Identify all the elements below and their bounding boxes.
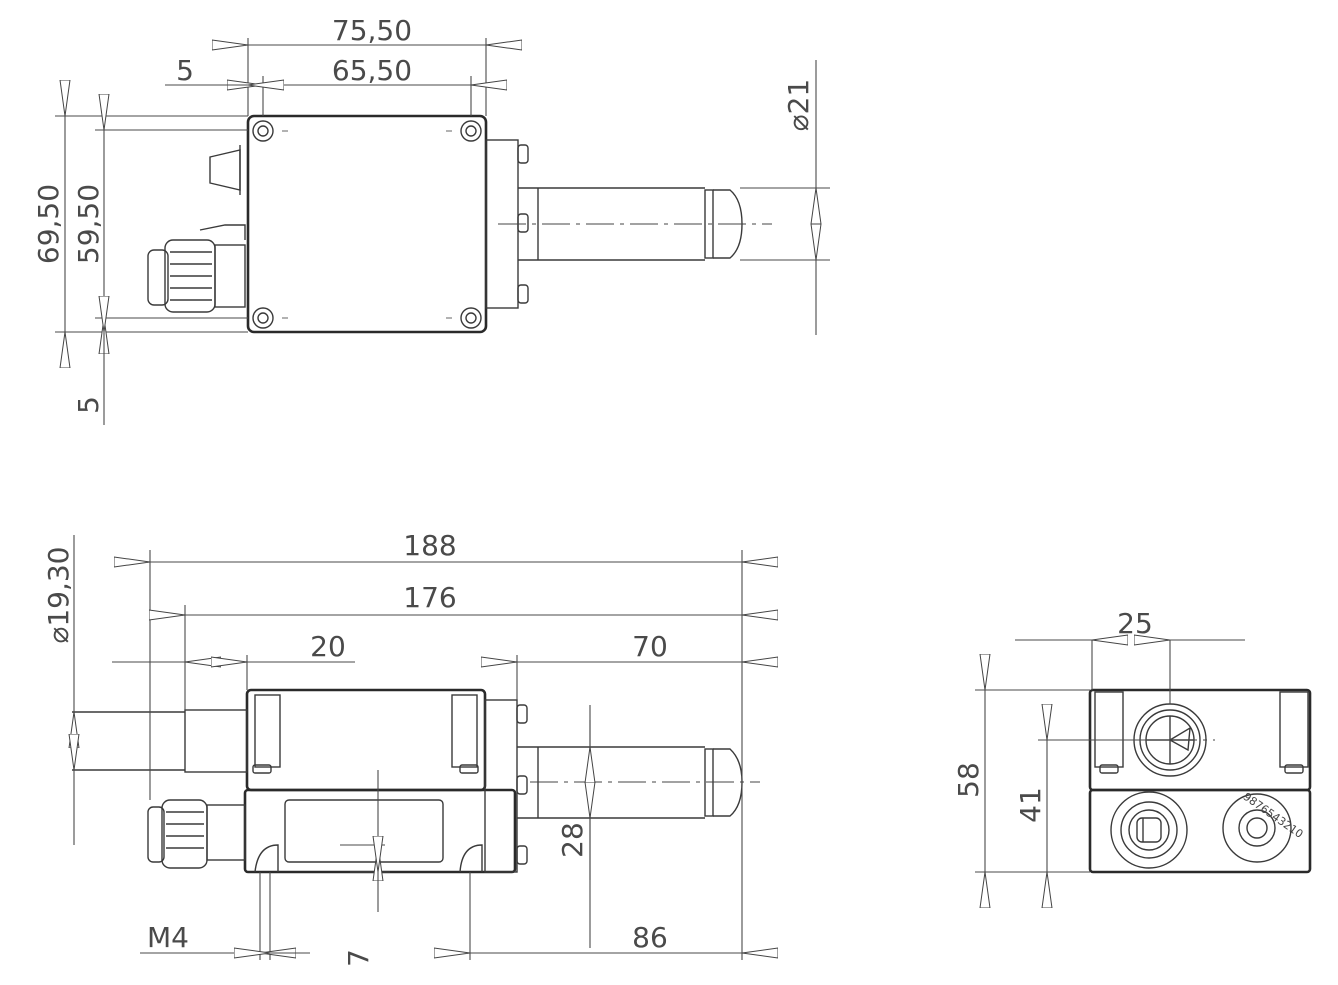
dim-label-20: 20 [310, 630, 346, 663]
end-rotary-switch: 9876543210 [1222, 790, 1305, 863]
dim-label-5-top: 5 [176, 54, 194, 87]
dim-label-dia-21: ⌀21 [782, 79, 815, 132]
top-view: 75,50 65,50 5 69,50 59,50 5 ⌀21 [32, 14, 830, 425]
dim-label-28: 28 [556, 822, 589, 858]
dim-label-5-side: 5 [72, 396, 105, 414]
side-gland [147, 799, 246, 869]
dim-label-25: 25 [1117, 607, 1153, 640]
end-view: 9876543210 25 58 41 [952, 607, 1312, 874]
dim-label-86: 86 [632, 921, 668, 954]
end-housing-lower [1088, 788, 1312, 874]
dim-label-dia-19-30: ⌀19,30 [42, 546, 75, 643]
top-probe [498, 187, 772, 261]
dim-label-7: 7 [342, 949, 375, 967]
side-probe [517, 746, 760, 819]
dim-label-70: 70 [632, 630, 668, 663]
dim-label-75-50: 75,50 [332, 14, 412, 47]
side-view: 188 176 20 70 ⌀19,30 28 M4 7 86 [42, 529, 760, 967]
dim-label-41: 41 [1014, 787, 1047, 823]
dim-label-188: 188 [403, 529, 456, 562]
end-gland [1110, 791, 1188, 869]
dim-label-m4: M4 [147, 921, 189, 954]
dim-label-65-50: 65,50 [332, 54, 412, 87]
top-housing [246, 114, 488, 334]
dim-label-69-50: 69,50 [32, 184, 65, 264]
top-connector [147, 145, 246, 313]
dim-label-176: 176 [403, 581, 456, 614]
dim-label-59-50: 59,50 [72, 184, 105, 264]
top-screws [252, 120, 482, 329]
side-label-plate [284, 799, 444, 863]
side-housing-upper [245, 688, 487, 792]
dim-label-58: 58 [952, 762, 985, 798]
